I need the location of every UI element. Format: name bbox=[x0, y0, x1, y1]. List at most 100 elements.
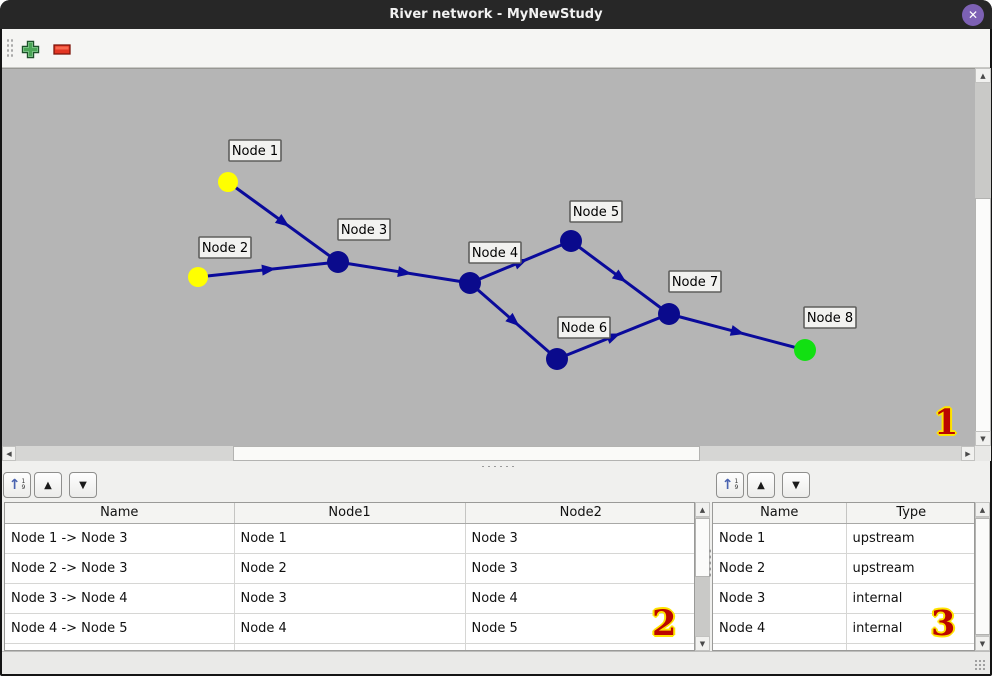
canvas-vscroll-thumb[interactable] bbox=[975, 198, 991, 432]
up-triangle-icon: ▲ bbox=[757, 479, 765, 491]
table-cell[interactable]: Node 3 -> Node 4 bbox=[5, 583, 235, 614]
table-cell[interactable]: Node 1 bbox=[234, 523, 466, 554]
network-node[interactable] bbox=[560, 230, 582, 252]
canvas-vscrollbar[interactable]: ▲ ▼ bbox=[975, 68, 991, 446]
table-cell[interactable]: Node 2 bbox=[713, 553, 847, 584]
table-cell[interactable]: Node 2 -> Node 3 bbox=[5, 553, 235, 584]
network-node[interactable] bbox=[218, 172, 238, 192]
plus-icon bbox=[21, 40, 39, 58]
scroll-down-icon[interactable]: ▼ bbox=[975, 431, 991, 446]
table-cell[interactable]: Node 3 bbox=[713, 583, 847, 614]
node-label[interactable]: Node 3 bbox=[337, 218, 391, 241]
empty-row bbox=[713, 643, 974, 650]
table-cell[interactable]: Node 3 bbox=[234, 583, 466, 614]
table-cell[interactable]: internal bbox=[846, 583, 974, 614]
node-label-box bbox=[557, 316, 611, 339]
add-node-button[interactable] bbox=[18, 37, 42, 61]
scroll-down-icon[interactable]: ▼ bbox=[975, 636, 990, 651]
annotation-2: 2 bbox=[652, 603, 677, 644]
column-header[interactable]: Type bbox=[846, 503, 974, 524]
links-table-vscrollbar[interactable]: ▲ ▼ bbox=[695, 502, 710, 651]
table-cell[interactable]: Node 4 bbox=[234, 613, 466, 644]
table-cell[interactable]: Node 3 bbox=[465, 553, 694, 584]
empty-cell bbox=[234, 643, 466, 650]
nodes-move-up-button[interactable]: ▲ bbox=[747, 472, 775, 498]
network-node[interactable] bbox=[794, 339, 816, 361]
table-cell[interactable]: upstream bbox=[846, 523, 974, 554]
scroll-down-icon[interactable]: ▼ bbox=[695, 636, 710, 651]
network-node[interactable] bbox=[546, 348, 568, 370]
column-header[interactable]: Name bbox=[713, 503, 847, 524]
canvas-hscroll-thumb[interactable] bbox=[233, 446, 700, 461]
table-cell[interactable]: Node 4 bbox=[713, 613, 847, 644]
node-label-box bbox=[228, 139, 282, 162]
table-cell[interactable]: upstream bbox=[846, 553, 974, 584]
node-label[interactable]: Node 4 bbox=[468, 241, 522, 264]
canvas-hscrollbar[interactable]: ◀ ▶ bbox=[2, 446, 975, 461]
column-header[interactable]: Node2 bbox=[465, 503, 694, 524]
scroll-up-icon[interactable]: ▲ bbox=[695, 502, 710, 517]
node-label[interactable]: Node 2 bbox=[198, 236, 252, 259]
toolbar-grip[interactable] bbox=[6, 38, 14, 59]
remove-node-button[interactable] bbox=[50, 37, 74, 61]
scroll-up-icon[interactable]: ▲ bbox=[975, 68, 991, 83]
nodes-table-vscrollbar[interactable]: ▲ ▼ bbox=[975, 502, 990, 651]
main-toolbar bbox=[2, 29, 990, 68]
edge-arrowhead-icon bbox=[274, 214, 290, 227]
table-cell[interactable]: Node 1 bbox=[713, 523, 847, 554]
table-cell[interactable]: Node 2 bbox=[234, 553, 466, 584]
nodes-move-down-button[interactable]: ▼ bbox=[782, 472, 810, 498]
table-cell[interactable]: Node 4 -> Node 5 bbox=[5, 613, 235, 644]
empty-cell bbox=[846, 643, 974, 650]
scroll-right-icon[interactable]: ▶ bbox=[961, 446, 975, 461]
table-cell[interactable]: Node 3 bbox=[465, 523, 694, 554]
network-node[interactable] bbox=[658, 303, 680, 325]
links-scroll-thumb[interactable] bbox=[695, 518, 710, 577]
node-label[interactable]: Node 1 bbox=[228, 139, 282, 162]
table-cell[interactable]: Node 5 bbox=[465, 613, 694, 644]
table-cell[interactable]: internal bbox=[846, 613, 974, 644]
node-label[interactable]: Node 7 bbox=[668, 270, 722, 293]
node-label-text: Node 2 bbox=[202, 241, 248, 256]
network-canvas[interactable]: Node 1 Node 2 Node 3 Node 4 Node 5 Node 6 Node… bbox=[2, 68, 975, 446]
network-node[interactable] bbox=[327, 251, 349, 273]
close-icon[interactable]: ✕ bbox=[962, 4, 984, 26]
scrollbar-corner bbox=[975, 446, 991, 461]
node-label[interactable]: Node 5 bbox=[569, 200, 623, 223]
resize-grip-icon[interactable] bbox=[974, 659, 986, 671]
node-label-box bbox=[569, 200, 623, 223]
nodes-scroll-thumb[interactable] bbox=[975, 518, 990, 635]
scroll-left-icon[interactable]: ◀ bbox=[2, 446, 16, 461]
empty-cell bbox=[465, 643, 694, 650]
scroll-up-icon[interactable]: ▲ bbox=[975, 502, 990, 517]
node-label[interactable]: Node 6 bbox=[557, 316, 611, 339]
table-cell[interactable]: Node 4 bbox=[465, 583, 694, 614]
node-label-text: Node 5 bbox=[573, 205, 619, 220]
network-node[interactable] bbox=[188, 267, 208, 287]
panel-splitter[interactable] bbox=[2, 461, 990, 472]
node-label[interactable]: Node 8 bbox=[803, 306, 857, 329]
links-move-up-button[interactable]: ▲ bbox=[34, 472, 62, 498]
annotation-3: 3 bbox=[931, 603, 956, 644]
column-header[interactable]: Name bbox=[5, 503, 235, 524]
links-move-down-button[interactable]: ▼ bbox=[69, 472, 97, 498]
table-cell[interactable]: Node 1 -> Node 3 bbox=[5, 523, 235, 554]
column-header[interactable]: Node1 bbox=[234, 503, 466, 524]
node-label-box bbox=[803, 306, 857, 329]
node-label-text: Node 3 bbox=[341, 223, 387, 238]
table-splitter-grip[interactable] bbox=[708, 548, 712, 578]
edge-arrowhead-icon bbox=[261, 264, 276, 276]
network-node[interactable] bbox=[459, 272, 481, 294]
